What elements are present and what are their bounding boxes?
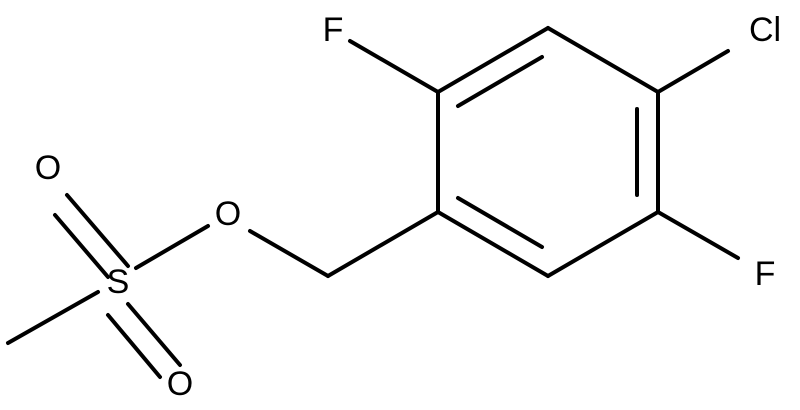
bond-c6-ch2 [326, 210, 440, 278]
ring-double-bond-inner-1 [456, 55, 544, 108]
bond-c4-fluorine [656, 210, 740, 260]
sulfonyl-double-bond-bottom [106, 302, 182, 379]
fluorine-bottom-label: F [755, 255, 776, 293]
fluorine-top-label: F [323, 11, 344, 49]
ring-double-bond-inner-3 [456, 196, 544, 249]
sulfonyl-oxygen-top-label: O [35, 149, 61, 187]
sulfonyl-double-bond-top [53, 193, 130, 279]
sulfur-label: S [107, 263, 130, 301]
benzene-ring [436, 26, 660, 278]
ring-bond-c2-c3 [546, 26, 660, 94]
ring-bond-c4-c5 [546, 210, 660, 278]
bond-ch2-oxygen [248, 229, 330, 278]
bond-c3-chlorine [656, 49, 730, 94]
ring-bond-c5-c6 [436, 210, 550, 278]
ring-bond-c1-c2 [436, 26, 550, 94]
bond-oxygen-sulfur [134, 224, 210, 270]
chlorine-label: Cl [749, 11, 781, 49]
sulfonyl-oxygen-bottom-label: O [167, 365, 193, 403]
ester-oxygen-label: O [215, 195, 241, 233]
bond-c1-fluorine [348, 39, 440, 94]
bond-sulfur-methyl [6, 290, 100, 345]
